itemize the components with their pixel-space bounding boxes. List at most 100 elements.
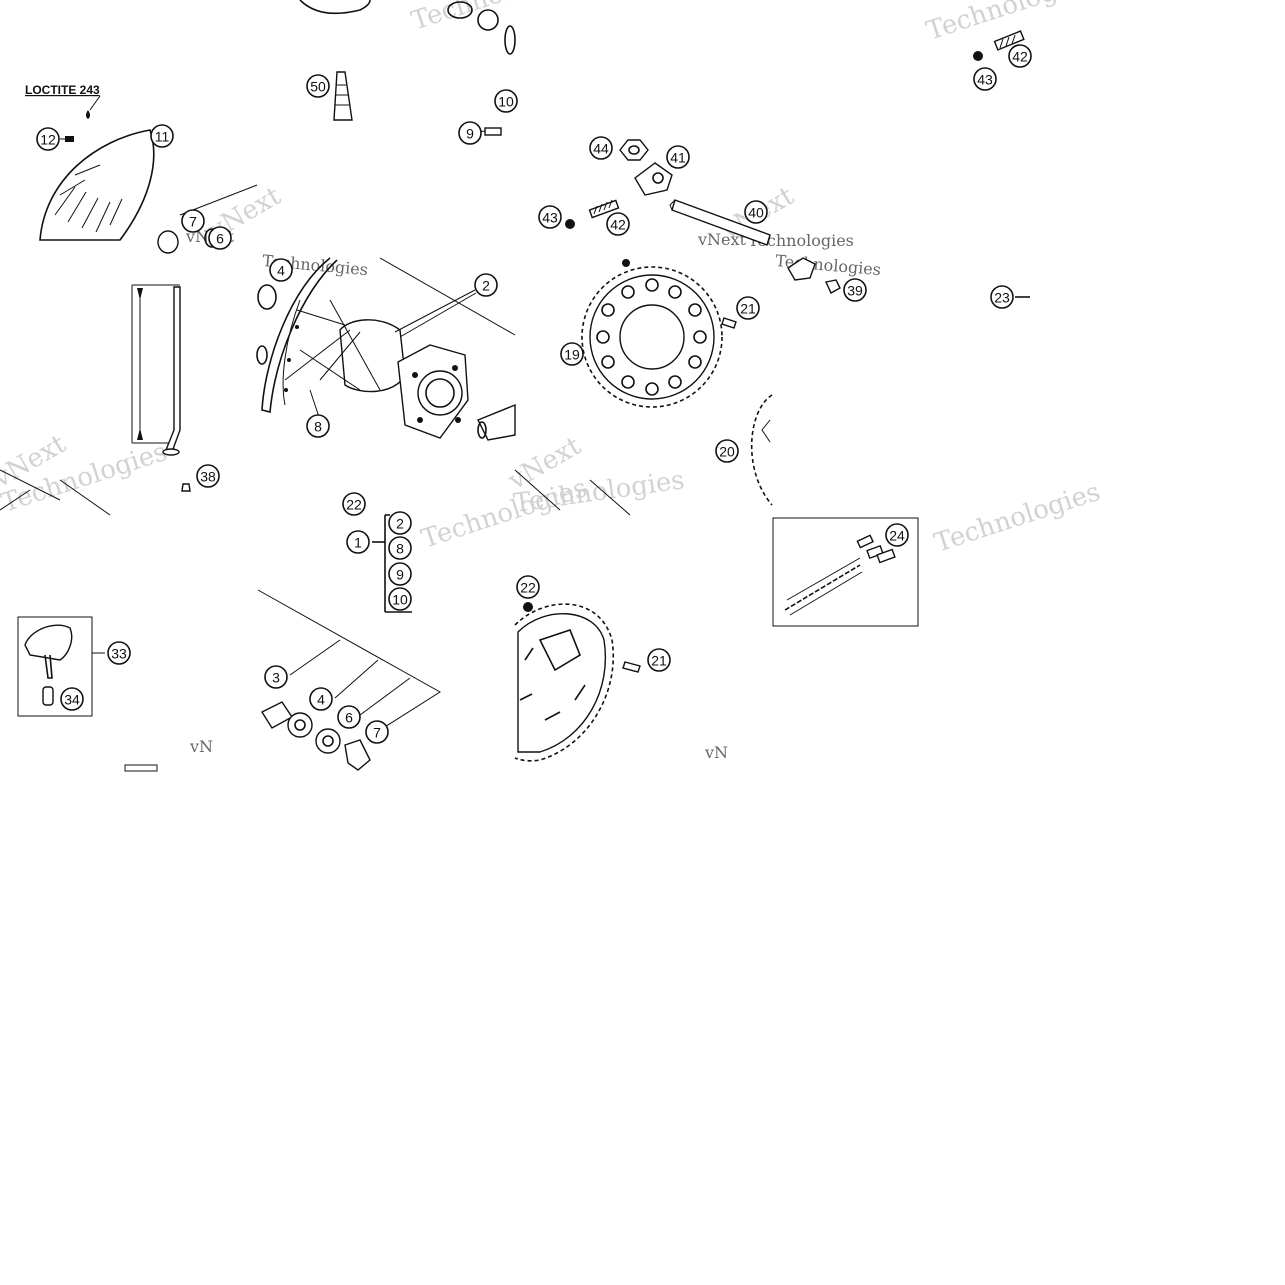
callout-label: 40: [748, 205, 764, 221]
bearing-icon: [287, 712, 313, 738]
callout-label: 6: [216, 231, 224, 247]
callout-circle: [269, 258, 293, 282]
callout-circle: [1008, 44, 1032, 68]
callout-circle: [388, 587, 412, 611]
callout-1: 1: [346, 530, 370, 554]
callout-circle: [388, 536, 412, 560]
axle-tube-icon: [477, 403, 516, 441]
sprocket-group: [514, 259, 773, 516]
tire-valve-group: [17, 616, 158, 772]
disc-screw-icon: [65, 136, 74, 142]
callout-41: 41: [666, 145, 690, 169]
callout-42: 42: [606, 212, 630, 236]
callout-circle: [516, 575, 540, 599]
callout-4: 4: [309, 687, 333, 711]
callout-circle: [715, 439, 739, 463]
callout-label: 2: [396, 516, 404, 532]
axle-nut-icon: [619, 139, 649, 161]
brake-disc-group: LOCTITE 243: [25, 83, 258, 254]
callout-label: 9: [396, 567, 404, 583]
callout-6: 6: [337, 705, 361, 729]
callout-label: 50: [310, 79, 326, 95]
callout-33: 33: [107, 641, 131, 665]
callout-20: 20: [715, 439, 739, 463]
callout-12: 12: [36, 127, 60, 151]
chain-adjuster-icon: [787, 257, 816, 281]
callout-label: 39: [847, 283, 863, 299]
callout-11: 11: [150, 124, 174, 148]
callout-39: 39: [843, 278, 867, 302]
master-link-icon: [856, 534, 874, 549]
callout-label: 7: [373, 725, 381, 741]
callout-8: 8: [388, 536, 412, 560]
callout-label: 2: [482, 278, 490, 294]
callout-label: 11: [155, 129, 170, 145]
valve-group: [299, 0, 516, 136]
callout-circle: [589, 136, 613, 160]
callout-label: 43: [977, 72, 993, 88]
callout-8: 8: [306, 414, 330, 438]
callout-4: 4: [269, 258, 293, 282]
seal-ring-icon: [315, 728, 341, 754]
callout-7: 7: [365, 720, 389, 744]
callout-label: 43: [542, 210, 558, 226]
callout-circle: [196, 464, 220, 488]
callout-circle: [60, 687, 84, 711]
callout-2: 2: [388, 511, 412, 535]
callout-circle: [606, 212, 630, 236]
callout-circle: [458, 121, 482, 145]
callout-circle: [36, 127, 60, 151]
watermark-text: vN: [189, 737, 213, 756]
spoke-group: [0, 284, 191, 516]
callout-label: 21: [740, 301, 756, 317]
callout-circle: [365, 720, 389, 744]
callout-label: 8: [396, 541, 404, 557]
nut-icon: [565, 219, 575, 229]
callout-2: 2: [474, 273, 498, 297]
sprocket-edge-icon: [750, 394, 773, 506]
callout-label: 38: [200, 469, 216, 485]
callout-50: 50: [306, 74, 330, 98]
callout-circle: [990, 285, 1014, 309]
callout-10: 10: [494, 89, 518, 113]
callout-circle: [736, 296, 760, 320]
loctite-drop-icon: [86, 110, 90, 119]
callout-circle: [337, 705, 361, 729]
bushing-icon: [344, 739, 371, 771]
rear-sprocket-icon: [581, 266, 723, 408]
callout-circle: [264, 665, 288, 689]
callout-circle: [494, 89, 518, 113]
callout-label: 8: [314, 419, 322, 435]
callout-10: 10: [388, 587, 412, 611]
callout-label: 10: [498, 94, 514, 110]
callout-label: 3: [272, 670, 280, 686]
callout-label: 34: [64, 692, 80, 708]
callout-label: 4: [277, 263, 285, 279]
rim-icon: [261, 257, 338, 414]
callout-circle: [474, 273, 498, 297]
callout-label: 4: [317, 692, 325, 708]
callout-9: 9: [458, 121, 482, 145]
callout-label: 6: [345, 710, 353, 726]
callout-circle: [150, 124, 174, 148]
callout-circle: [666, 145, 690, 169]
callout-circle: [181, 209, 205, 233]
callout-label: 9: [466, 126, 474, 142]
callout-24: 24: [885, 523, 909, 547]
callout-label: 22: [346, 497, 362, 513]
callout-label: 7: [189, 214, 197, 230]
rim-lock-icon: [24, 624, 73, 661]
sprocket-alt-group: [514, 602, 641, 762]
callout-label: 44: [593, 141, 609, 157]
watermark-text: vNext: [697, 230, 747, 249]
callout-label: 21: [651, 653, 667, 669]
chain-box: [772, 517, 919, 627]
callout-42: 42: [1008, 44, 1032, 68]
callout-circle: [306, 414, 330, 438]
callout-label: 12: [40, 132, 56, 148]
bushing-icon: [824, 279, 841, 294]
callout-circle: [843, 278, 867, 302]
callout-label: 20: [719, 444, 735, 460]
callout-19: 19: [560, 342, 584, 366]
